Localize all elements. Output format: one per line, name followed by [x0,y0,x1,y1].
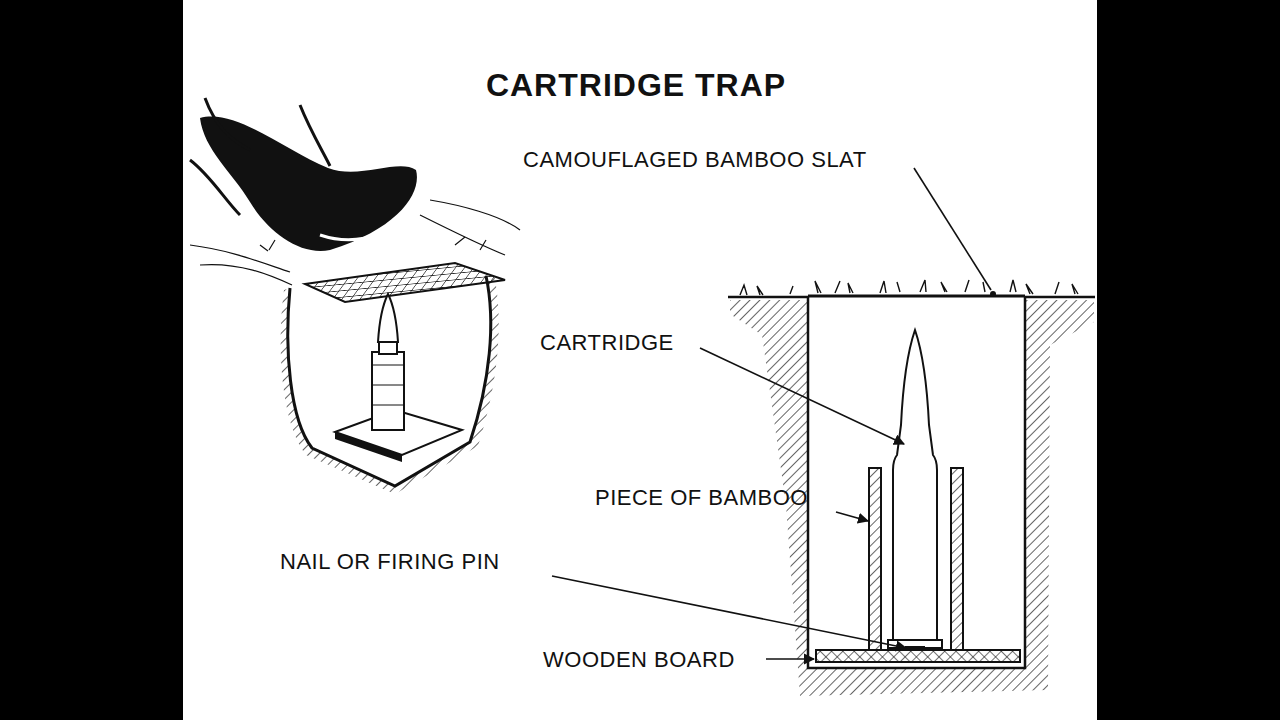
cartridge [893,330,937,640]
part-label: CARTRIDGE [540,331,674,355]
leader-line [836,512,868,521]
bamboo-slat [305,263,505,302]
slat-dot [990,291,996,297]
leader-line [552,576,906,648]
title: CARTRIDGE TRAP [486,68,786,103]
grass [740,280,1078,295]
nail [905,646,925,650]
boot-leg [190,98,330,215]
leader-line [700,348,904,444]
part-label: PIECE OF BAMBOO [595,486,808,510]
wooden-board [816,650,1020,662]
part-label: WOODEN BOARD [543,648,735,672]
pit-outline [728,297,1095,668]
board-edge [335,432,402,462]
bamboo-tube [372,352,404,430]
leader-line [766,658,814,660]
pit-wall [281,274,499,494]
bullet [378,294,398,342]
part-label: CAMOUFLAGED BAMBOO SLAT [523,148,867,172]
part-label: NAIL OR FIRING PIN [280,550,500,574]
perspective-view [190,98,520,494]
bamboo-wall [951,468,963,650]
boot-sole-line [320,215,410,240]
leader-lines [552,168,991,659]
boot [200,116,417,250]
bamboo-wall [869,468,881,650]
paper [183,0,1097,720]
leader-line [914,168,991,290]
tube-texture [372,365,404,405]
